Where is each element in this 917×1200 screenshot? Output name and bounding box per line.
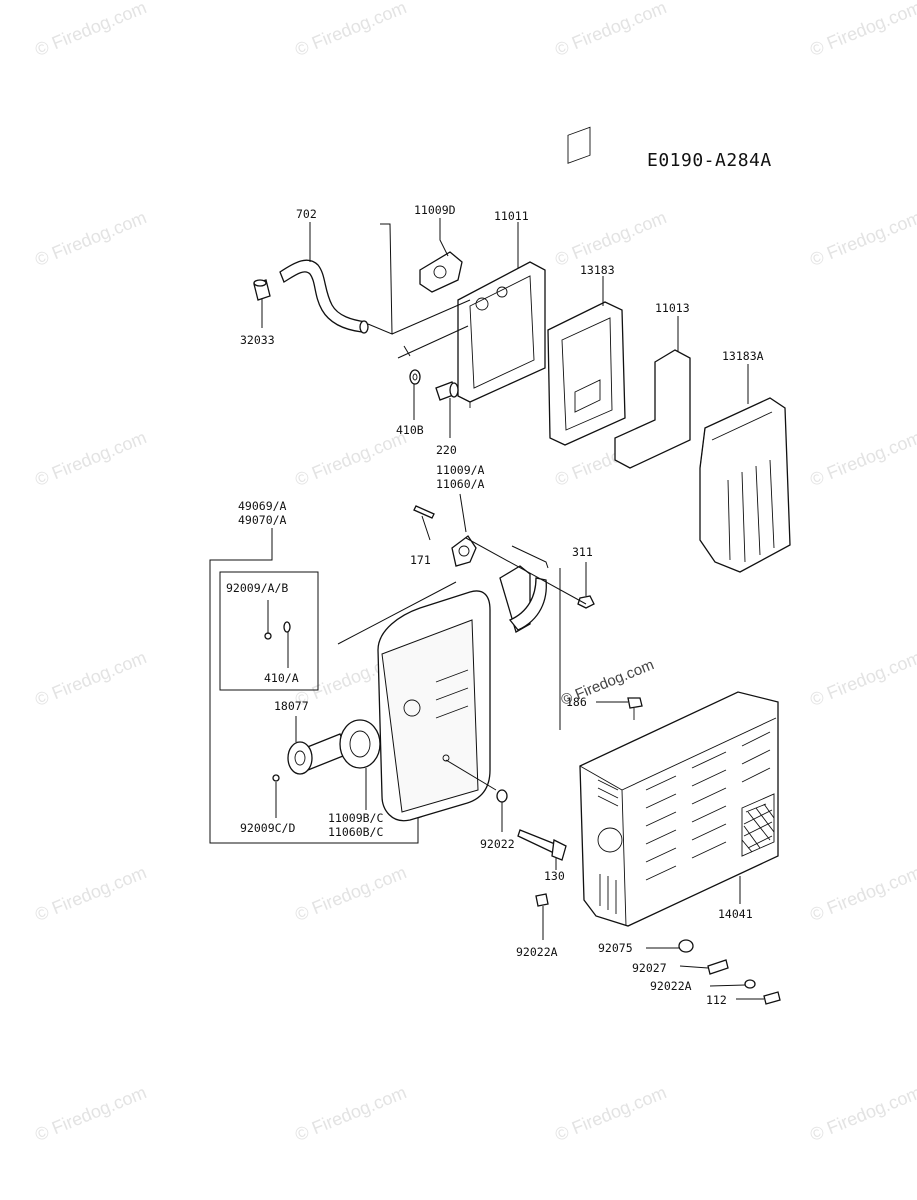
bolt-186 xyxy=(627,697,643,720)
spark-arrester-18077 xyxy=(287,733,349,775)
cover-13183a xyxy=(699,397,791,573)
label-311: 311 xyxy=(572,545,593,559)
nut-311 xyxy=(577,595,595,609)
label-92027: 92027 xyxy=(632,961,667,975)
label-410b: 410B xyxy=(396,423,424,437)
label-702: 702 xyxy=(296,207,317,221)
label-49070a: 49070/A xyxy=(238,513,287,527)
label-92022a-right: 92022A xyxy=(650,979,692,993)
clip-32033 xyxy=(253,279,271,301)
pre-cleaner-11013 xyxy=(614,349,691,469)
label-18077: 18077 xyxy=(274,699,309,713)
bolt-220 xyxy=(435,381,459,401)
o-ring-410b xyxy=(409,369,421,385)
label-14041: 14041 xyxy=(718,907,753,921)
label-186: 186 xyxy=(566,695,587,709)
gasket-11009a xyxy=(451,535,477,567)
gasket-11009d xyxy=(419,251,463,293)
nut-92075 xyxy=(678,939,694,953)
leader-lines xyxy=(261,218,764,1000)
stud-171 xyxy=(413,505,435,519)
muffler xyxy=(377,565,547,822)
label-13183: 13183 xyxy=(580,263,615,277)
label-92022: 92022 xyxy=(480,837,515,851)
label-11060a: 11060/A xyxy=(436,477,485,491)
label-92009cd: 92009C/D xyxy=(240,821,295,835)
label-92022a-left: 92022A xyxy=(516,945,558,959)
part-labels: 702 11009D 11011 13183 11013 13183A 3203… xyxy=(226,203,764,1007)
element-13183 xyxy=(547,126,626,446)
label-92009ab: 92009/A/B xyxy=(226,581,288,595)
label-32033: 32033 xyxy=(240,333,275,347)
washer-92022a-right xyxy=(744,979,756,989)
label-130: 130 xyxy=(544,869,565,883)
label-11013: 11013 xyxy=(655,301,690,315)
diagram-code: E0190-A284A xyxy=(647,150,772,171)
label-112: 112 xyxy=(706,993,727,1007)
washer-92022 xyxy=(496,789,508,803)
washer-92022a-left xyxy=(535,893,549,907)
hose-702 xyxy=(279,259,369,334)
screw-92009cd xyxy=(272,774,280,782)
muffler-cover-14041 xyxy=(579,691,779,927)
label-171: 171 xyxy=(410,553,431,567)
label-410a: 410/A xyxy=(264,671,299,685)
label-49069a: 49069/A xyxy=(238,499,287,513)
label-11060bc: 11060B/C xyxy=(328,825,383,839)
gasket-11009bc xyxy=(339,719,381,769)
label-11009a: 11009/A xyxy=(436,463,485,477)
collar-92027 xyxy=(707,959,729,975)
bolt-112 xyxy=(763,991,781,1005)
label-13183a: 13183A xyxy=(722,349,764,363)
label-11009bc: 11009B/C xyxy=(328,811,383,825)
bolt-130 xyxy=(517,829,567,861)
label-92075: 92075 xyxy=(598,941,633,955)
air-cleaner-base-11011 xyxy=(457,261,546,408)
label-11011: 11011 xyxy=(494,209,529,223)
label-11009d: 11009D xyxy=(414,203,456,217)
label-220: 220 xyxy=(436,443,457,457)
screw-92009ab xyxy=(264,621,291,640)
